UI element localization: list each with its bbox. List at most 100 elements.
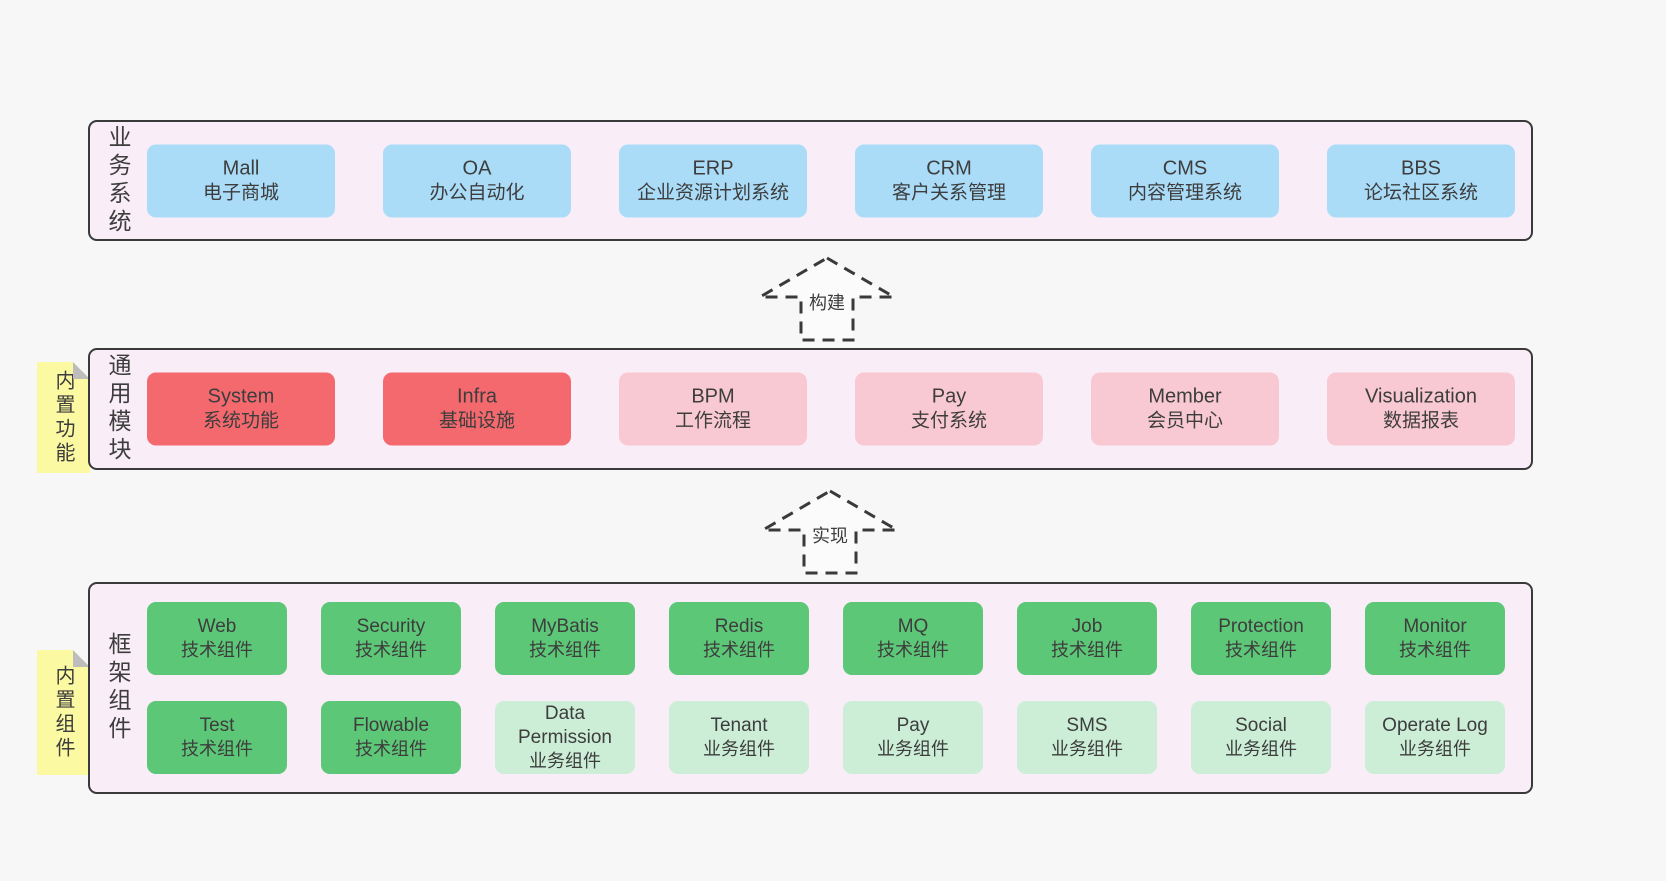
box-system: System 系统功能 [147,372,335,446]
box-member-desc: 会员中心 [1146,410,1223,432]
box-job-desc: 技术组件 [1051,639,1123,660]
box-erp: ERP 企业资源计划系统 [619,144,807,217]
common-modules-panel: 通用模块 System 系统功能 Infra 基础设施 BPM 工作流程 Pay… [88,348,1533,470]
tech-components-row: Web 技术组件 Security 技术组件 MyBatis 技术组件 Redi… [147,602,1505,675]
box-test: Test 技术组件 [147,701,287,774]
box-cms-desc: 内容管理系统 [1127,182,1242,204]
box-redis: Redis 技术组件 [669,602,809,675]
box-visualization-desc: 数据报表 [1382,410,1459,432]
box-mybatis: MyBatis 技术组件 [495,602,635,675]
implement-arrow-label: 实现 [809,521,851,549]
box-mq: MQ 技术组件 [843,602,983,675]
box-redis-desc: 技术组件 [703,639,775,660]
box-visualization-name: Visualization [1365,385,1477,408]
box-bpm: BPM 工作流程 [619,372,807,446]
box-sms-name: SMS [1066,714,1108,736]
box-infra: Infra 基础设施 [383,372,571,446]
box-web-name: Web [197,615,237,637]
box-infra-name: Infra [456,385,498,408]
box-operate-log: Operate Log 业务组件 [1365,701,1505,774]
box-test-desc: 技术组件 [181,738,253,759]
business-systems-boxes: Mall 电子商城 OA 办公自动化 ERP 企业资源计划系统 CRM 客户关系… [147,144,1515,217]
box-operate-log-name: Operate Log [1382,714,1488,736]
framework-components-panel: 框架组件 Web 技术组件 Security 技术组件 MyBatis 技术组件… [88,582,1533,794]
box-cms: CMS 内容管理系统 [1091,144,1279,217]
box-bpm-desc: 工作流程 [674,410,751,432]
built-in-features-tab-label: 内置功能 [52,369,74,466]
box-social-name: Social [1235,714,1287,736]
biz-components-row: Test 技术组件 Flowable 技术组件 Data Permission … [147,701,1505,774]
box-oa: OA 办公自动化 [383,144,571,217]
box-monitor: Monitor 技术组件 [1365,602,1505,675]
box-sms: SMS 业务组件 [1017,701,1157,774]
box-mall-desc: 电子商城 [202,182,279,204]
box-social-desc: 业务组件 [1225,738,1297,759]
box-pay-desc: 支付系统 [910,410,987,432]
box-web-desc: 技术组件 [181,639,253,660]
business-systems-panel: 业务系统 Mall 电子商城 OA 办公自动化 ERP 企业资源计划系统 CRM… [88,120,1533,241]
box-infra-desc: 基础设施 [438,410,515,432]
built-in-features-tab: 内置功能 [37,362,90,473]
box-visualization: Visualization 数据报表 [1327,372,1515,446]
box-data-permission: Data Permission 业务组件 [495,701,635,774]
box-operate-log-desc: 业务组件 [1399,738,1471,759]
box-system-desc: 系统功能 [202,410,279,432]
box-cms-name: CMS [1162,157,1208,180]
box-mall: Mall 电子商城 [147,144,335,217]
built-in-components-tab: 内置组件 [37,650,90,775]
box-flowable-desc: 技术组件 [355,738,427,759]
box-bpm-name: BPM [691,385,735,408]
box-data-permission-name: Data Permission [518,703,612,748]
box-oa-desc: 办公自动化 [429,182,525,204]
box-crm-name: CRM [926,157,972,180]
framework-components-label: 框架组件 [105,632,131,744]
box-bbs-desc: 论坛社区系统 [1363,182,1478,204]
build-arrow: 构建 [757,255,897,343]
build-arrow-label: 构建 [806,288,848,316]
box-erp-name: ERP [692,157,734,180]
box-system-name: System [207,385,275,408]
framework-components-boxes: Web 技术组件 Security 技术组件 MyBatis 技术组件 Redi… [147,602,1505,774]
box-erp-desc: 企业资源计划系统 [636,182,789,204]
box-web: Web 技术组件 [147,602,287,675]
box-job: Job 技术组件 [1017,602,1157,675]
box-security-desc: 技术组件 [355,639,427,660]
box-member-name: Member [1148,385,1222,408]
box-member: Member 会员中心 [1091,372,1279,446]
common-modules-label: 通用模块 [105,353,131,465]
built-in-components-tab-label: 内置组件 [52,664,74,761]
common-modules-boxes: System 系统功能 Infra 基础设施 BPM 工作流程 Pay 支付系统… [147,372,1515,446]
box-mq-desc: 技术组件 [877,639,949,660]
box-flowable: Flowable 技术组件 [321,701,461,774]
box-redis-name: Redis [714,615,764,637]
box-pay: Pay 支付系统 [855,372,1043,446]
box-protection-desc: 技术组件 [1225,639,1297,660]
business-systems-label: 业务系统 [105,124,131,237]
box-mybatis-name: MyBatis [531,615,599,637]
implement-arrow: 实现 [760,488,900,576]
box-mq-name: MQ [897,615,929,637]
box-pay-biz: Pay 业务组件 [843,701,983,774]
box-security-name: Security [356,615,426,637]
box-job-name: Job [1071,615,1103,637]
box-tenant-name: Tenant [710,714,768,736]
box-test-name: Test [199,714,235,736]
box-protection-name: Protection [1218,615,1304,637]
box-protection: Protection 技术组件 [1191,602,1331,675]
box-tenant: Tenant 业务组件 [669,701,809,774]
box-security: Security 技术组件 [321,602,461,675]
box-monitor-name: Monitor [1403,615,1467,637]
box-pay-biz-desc: 业务组件 [877,738,949,759]
box-bbs-name: BBS [1400,157,1442,180]
box-pay-name: Pay [931,385,967,408]
box-monitor-desc: 技术组件 [1399,639,1471,660]
box-mall-name: Mall [222,157,260,180]
box-data-permission-desc: 业务组件 [529,750,601,771]
box-tenant-desc: 业务组件 [703,738,775,759]
box-crm-desc: 客户关系管理 [891,182,1006,204]
box-flowable-name: Flowable [352,714,430,736]
box-social: Social 业务组件 [1191,701,1331,774]
box-mybatis-desc: 技术组件 [529,639,601,660]
box-oa-name: OA [462,157,492,180]
